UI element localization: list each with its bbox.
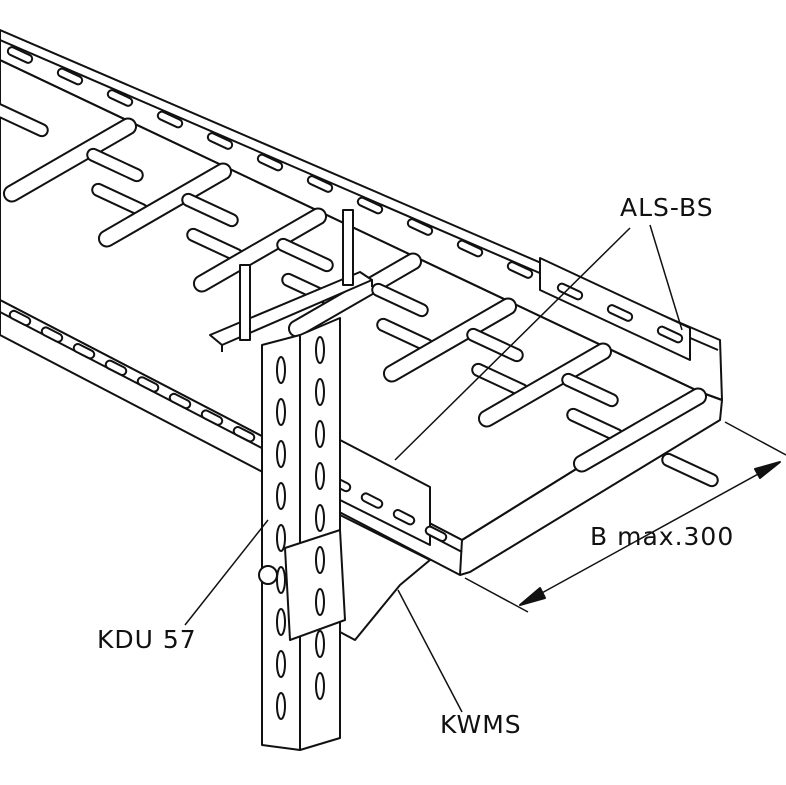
slot [315, 420, 325, 448]
kwms-leader [397, 589, 463, 713]
slot [86, 147, 144, 183]
dimension-extension-1 [464, 577, 529, 613]
wall-slots [6, 46, 684, 542]
slot [276, 440, 286, 468]
slot [424, 525, 448, 542]
slot [315, 336, 325, 364]
label-als-bs: ALS-BS [620, 193, 714, 222]
slot [315, 630, 325, 658]
slot [168, 392, 192, 410]
dimension-extension-2 [724, 421, 786, 456]
slot [556, 282, 584, 301]
als-bs-leader-2 [394, 227, 631, 461]
slot [6, 46, 34, 64]
slot [2, 117, 138, 203]
slot [506, 261, 534, 279]
slot [371, 282, 429, 318]
slot [232, 426, 256, 443]
slot [406, 218, 434, 236]
slot [315, 504, 325, 532]
slot [306, 175, 334, 193]
slot [315, 462, 325, 490]
slot [200, 409, 224, 426]
slot [656, 325, 684, 344]
slot [0, 102, 49, 138]
slot [276, 608, 286, 636]
slot [315, 378, 325, 406]
slot [192, 207, 328, 293]
label-kwms: KWMS [440, 710, 522, 739]
slot [56, 67, 84, 86]
slot [106, 89, 134, 107]
slot [392, 509, 416, 526]
slot [181, 192, 239, 228]
slot [276, 566, 286, 594]
slot [276, 482, 286, 510]
dimension-line [519, 461, 781, 606]
slot [315, 588, 325, 616]
slot [356, 196, 384, 215]
slot [8, 309, 32, 327]
slot [256, 153, 284, 172]
label-b-max: B max.300 [590, 522, 735, 551]
slot [315, 672, 325, 700]
slot [276, 356, 286, 384]
floor-slots [0, 102, 719, 488]
dimension-arrow-2 [754, 461, 781, 479]
slot [72, 343, 96, 360]
slot [206, 132, 234, 150]
slot [276, 237, 334, 273]
slot [315, 546, 325, 574]
slot [360, 492, 384, 509]
slot [276, 398, 286, 426]
slot [136, 376, 160, 393]
slot [276, 524, 286, 552]
slot [382, 297, 518, 383]
kdu-57-hanger [209, 209, 373, 751]
slot [466, 327, 524, 363]
slot [104, 359, 128, 376]
slot [561, 372, 619, 408]
hanger-slots [276, 336, 325, 720]
slot [276, 692, 286, 720]
slot [606, 304, 634, 322]
slot [477, 342, 613, 428]
slot [40, 326, 64, 343]
slot [276, 650, 286, 678]
als-bs-leader-1 [649, 224, 683, 331]
dimension-arrow-1 [519, 587, 546, 606]
kdu-leader [184, 519, 269, 626]
slot [661, 452, 719, 488]
slot [156, 110, 184, 129]
slot [456, 239, 484, 258]
slot [572, 387, 708, 473]
slot [97, 162, 233, 248]
label-kdu-57: KDU 57 [97, 625, 197, 654]
